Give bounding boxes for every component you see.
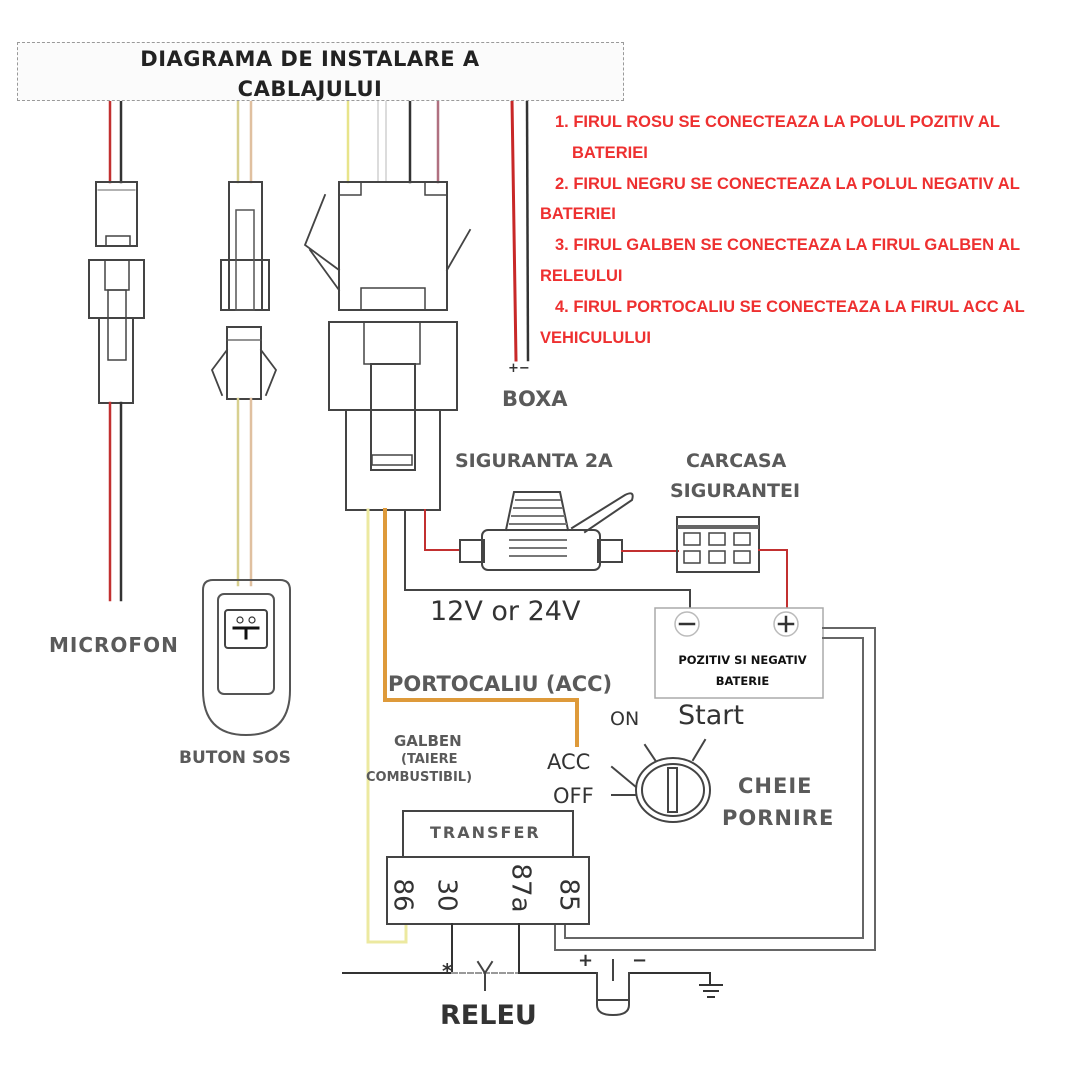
microphone-connector xyxy=(88,98,145,602)
voltage-label: 12V or 24V xyxy=(430,596,581,627)
relay-label: RELEU xyxy=(440,1000,537,1031)
yellow-wire-label-3: COMBUSTIBIL) xyxy=(366,770,473,785)
relay-pin-85: 85 xyxy=(553,878,584,912)
relay-header: TRANSFER xyxy=(430,823,541,842)
speaker-wires xyxy=(510,98,530,362)
black-ground-wire xyxy=(404,509,691,611)
main-harness-connector xyxy=(303,98,472,511)
instruction-3-cont: RELEULUI xyxy=(540,266,623,285)
ignition-start: Start xyxy=(678,700,744,731)
instruction-4-cont: VEHICULULUI xyxy=(540,328,651,347)
instruction-3: 3. FIRUL GALBEN SE CONECTEAZA LA FIRUL G… xyxy=(555,236,1021,255)
speaker-label: BOXA xyxy=(502,387,568,411)
yellow-wire-label-2: (TAIERE xyxy=(401,752,458,767)
title-line-2: CABLAJULUI xyxy=(237,77,383,101)
relay-pin-86: 86 xyxy=(387,878,418,912)
relay-pin-30: 30 xyxy=(431,878,462,912)
instruction-2-cont: BATERIEI xyxy=(540,205,616,224)
battery-label-2: BATERIE xyxy=(715,674,770,688)
page-title: DIAGRAMA DE INSTALARE A CABLAJULUI xyxy=(0,44,620,104)
title-line-1: DIAGRAMA DE INSTALARE A xyxy=(140,47,480,71)
fuse-holder-label-1: CARCASA xyxy=(686,450,787,472)
battery-label-1: POZITIV SI NEGATIV xyxy=(678,653,807,667)
battery-label: POZITIV SI NEGATIV BATERIE xyxy=(660,650,825,692)
pump-plus: + xyxy=(578,950,594,971)
sos-connector xyxy=(210,98,278,587)
relay xyxy=(342,810,723,998)
ignition-acc: ACC xyxy=(547,750,591,774)
pump-minus: − xyxy=(632,950,648,971)
inline-fuse xyxy=(459,491,679,571)
yellow-wire-label-1: GALBEN xyxy=(394,732,462,750)
red-power-wire xyxy=(424,509,461,551)
instruction-1: 1. FIRUL ROSU SE CONECTEAZA LA POLUL POZ… xyxy=(555,113,1000,131)
sos-button-device xyxy=(202,579,291,737)
fuse-label: SIGURANTA 2A xyxy=(455,450,613,472)
orange-wire xyxy=(383,508,579,747)
ignition-label-2: PORNIRE xyxy=(722,806,835,830)
instruction-4: 4. FIRUL PORTOCALIU SE CONECTEAZA LA FIR… xyxy=(555,297,1025,316)
instruction-1-cont: BATERIEI xyxy=(572,143,648,162)
instructions-list: 1. FIRUL ROSU SE CONECTEAZA LA POLUL POZ… xyxy=(540,107,1075,353)
orange-wire-label: PORTOCALIU (ACC) xyxy=(388,672,613,696)
fuel-pump xyxy=(596,959,630,1017)
ignition-switch xyxy=(610,738,711,823)
instruction-2: 2. FIRUL NEGRU SE CONECTEAZA LA POLUL NE… xyxy=(555,174,1020,193)
ignition-label-1: CHEIE xyxy=(738,774,813,798)
title-box xyxy=(17,42,624,101)
fuse-holder xyxy=(676,516,788,611)
battery xyxy=(554,607,876,951)
relay-pin-87a: 87a xyxy=(505,863,536,913)
speaker-polarity: +− xyxy=(508,361,530,376)
ignition-off: OFF xyxy=(553,784,594,808)
fuse-holder-label-2: SIGURANTEI xyxy=(670,480,801,502)
junction-star: * xyxy=(442,959,453,983)
ignition-on: ON xyxy=(610,708,640,730)
microphone-label: MICROFON xyxy=(49,633,179,657)
sos-button-label: BUTON SOS xyxy=(179,748,291,768)
